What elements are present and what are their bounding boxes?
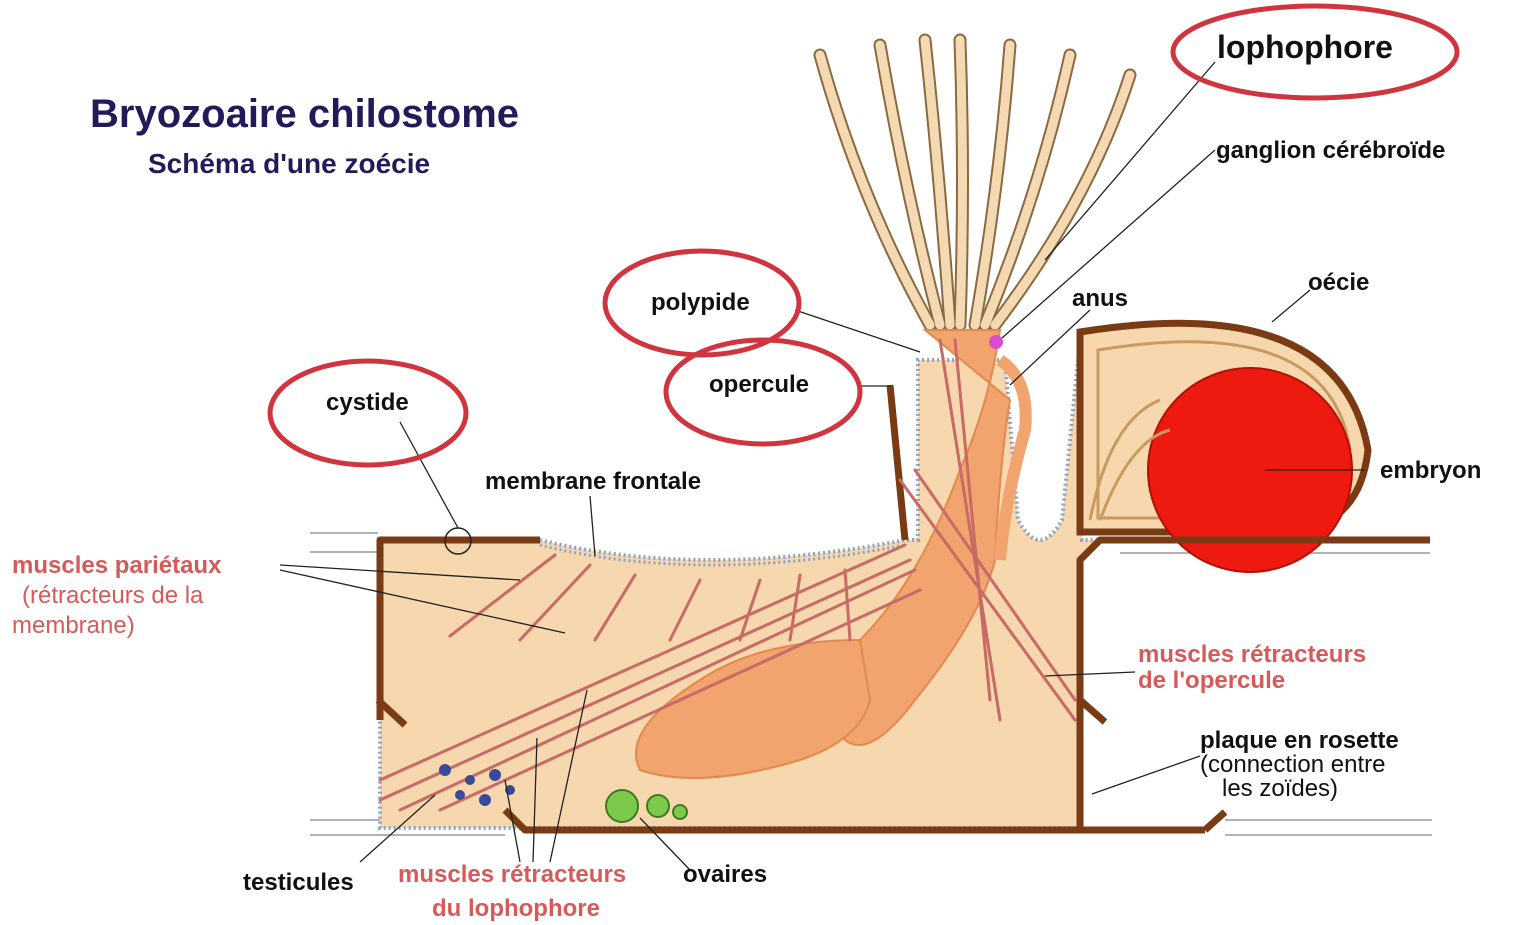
label-lophophore: lophophore [1217, 34, 1393, 60]
label-ovaires: ovaires [683, 862, 767, 888]
label-testicules: testicules [243, 870, 354, 896]
label-cystide: cystide [326, 390, 409, 416]
label-ganglion-cerebroide: ganglion cérébroïde [1216, 138, 1445, 164]
diagram-title: Bryozoaire chilostome [90, 92, 519, 137]
label-plaque-en-rosette-sub2: les zoïdes) [1222, 776, 1338, 802]
label-muscles-retracteurs-lophophore-1: muscles rétracteurs [398, 862, 626, 888]
label-muscles-parietaux-sub2: membrane) [12, 613, 135, 639]
label-muscles-retracteurs-lophophore-2: du lophophore [432, 896, 600, 922]
ganglion-dot [989, 335, 1003, 349]
label-polypide: polypide [651, 290, 750, 316]
label-muscles-retracteurs-opercule-1: muscles rétracteurs [1138, 642, 1366, 668]
label-embryon: embryon [1380, 458, 1481, 484]
label-anus: anus [1072, 286, 1128, 312]
label-oecie: oécie [1308, 270, 1369, 296]
label-opercule: opercule [709, 372, 809, 398]
label-membrane-frontale: membrane frontale [485, 469, 701, 495]
label-muscles-parietaux: muscles pariétaux [12, 553, 221, 579]
diagram-subtitle: Schéma d'une zoécie [148, 148, 430, 180]
label-muscles-parietaux-sub1: (rétracteurs de la [22, 583, 203, 609]
label-muscles-retracteurs-opercule-2: de l'opercule [1138, 668, 1285, 694]
lophophore-tentacles [820, 40, 1130, 325]
oecie-shape [1080, 323, 1368, 572]
